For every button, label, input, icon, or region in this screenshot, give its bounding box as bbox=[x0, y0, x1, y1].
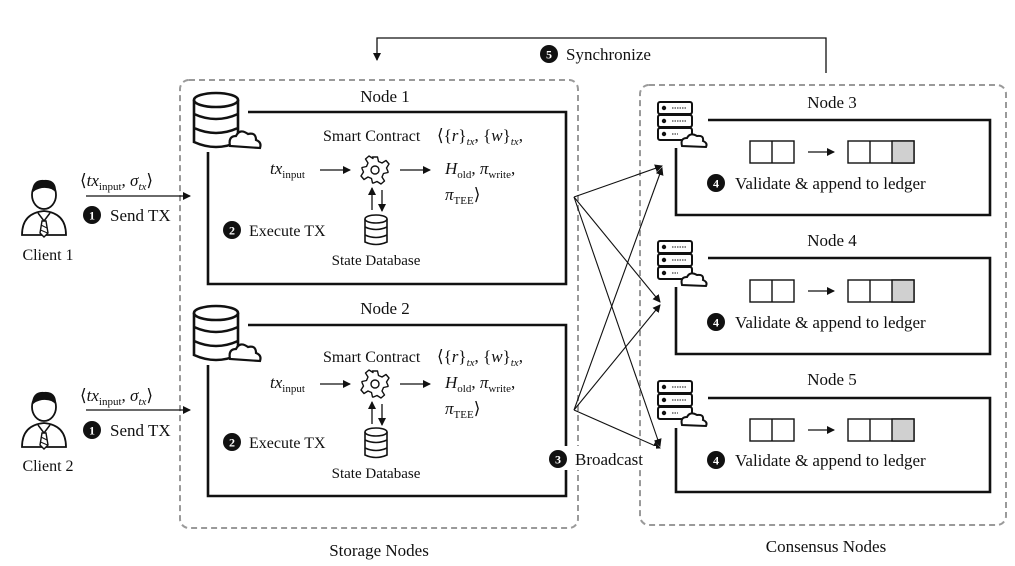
person-icon bbox=[21, 179, 67, 238]
node-frame bbox=[206, 110, 568, 286]
step-number: 4 bbox=[713, 454, 719, 468]
new-block bbox=[891, 140, 915, 164]
broadcast-arrow bbox=[573, 304, 661, 411]
server-cloud-icon bbox=[657, 240, 708, 287]
synchronize-arrow bbox=[373, 37, 827, 73]
broadcast-arrows bbox=[573, 164, 664, 449]
step-badge-3 bbox=[549, 450, 567, 468]
node-frame bbox=[674, 256, 992, 356]
storage-nodes-label: Storage Nodes bbox=[329, 541, 429, 560]
execute-tx-label: Execute TX bbox=[249, 435, 326, 452]
client-message: ⟨txinput, σtx⟩ bbox=[80, 171, 153, 193]
smart-contract-label: Smart Contract bbox=[323, 128, 421, 145]
step-badge-1 bbox=[83, 421, 101, 439]
node-title: Node 5 bbox=[807, 370, 857, 389]
broadcast-text: Broadcast bbox=[575, 450, 643, 469]
consensus-node-3: Node 3 4 Validate & append to ledger bbox=[657, 93, 992, 217]
storage-nodes-group bbox=[179, 79, 579, 529]
step-number: 5 bbox=[546, 48, 552, 62]
consensus-node-4: Node 4 4 Validate & append to ledger bbox=[657, 231, 992, 356]
validate-label: Validate & append to ledger bbox=[735, 451, 926, 470]
new-block bbox=[891, 418, 915, 442]
step-badge-2 bbox=[223, 433, 241, 451]
state-database-icon bbox=[364, 214, 388, 246]
step-badge-4 bbox=[707, 451, 725, 469]
server-cloud-icon bbox=[657, 101, 708, 148]
state-database-icon bbox=[364, 427, 388, 459]
state-database-label: State Database bbox=[332, 466, 421, 482]
tee-proof: πTEE⟩ bbox=[445, 185, 480, 207]
output-proofs: Hold, πwrite, bbox=[444, 373, 515, 395]
execute-tx-label: Execute TX bbox=[249, 223, 326, 240]
step-number: 3 bbox=[555, 453, 561, 467]
node-frame bbox=[674, 118, 992, 217]
ledger-chain bbox=[847, 418, 915, 442]
database-cloud-icon bbox=[192, 304, 262, 363]
smart-contract-label: Smart Contract bbox=[323, 349, 421, 366]
step-number: 2 bbox=[229, 436, 235, 450]
node-title: Node 4 bbox=[807, 231, 857, 250]
step-number: 1 bbox=[89, 424, 95, 438]
broadcast-arrow bbox=[573, 196, 661, 303]
node-title: Node 3 bbox=[807, 93, 857, 112]
step-number: 4 bbox=[713, 316, 719, 330]
server-cloud-icon bbox=[657, 380, 708, 427]
step-badge-1 bbox=[83, 206, 101, 224]
node-title: Node 2 bbox=[360, 299, 410, 318]
node-title: Node 1 bbox=[360, 87, 410, 106]
gear-icon bbox=[360, 155, 390, 185]
consensus-nodes-label: Consensus Nodes bbox=[766, 537, 886, 556]
read-write-set: ⟨{r}tx, {w}tx, bbox=[437, 126, 523, 148]
step-badge-5 bbox=[540, 45, 558, 63]
pending-block bbox=[749, 279, 795, 303]
step-badge-2 bbox=[223, 221, 241, 239]
consensus-nodes-group bbox=[639, 84, 1007, 526]
pending-block bbox=[749, 140, 795, 164]
tx-input-label: txinput bbox=[270, 373, 305, 395]
node-frame bbox=[206, 323, 568, 498]
synchronize-label: 5 Synchronize bbox=[540, 45, 651, 64]
client-message: ⟨txinput, σtx⟩ bbox=[80, 386, 153, 408]
step-number: 2 bbox=[229, 224, 235, 238]
read-write-set: ⟨{r}tx, {w}tx, bbox=[437, 347, 523, 369]
client-name: Client 2 bbox=[22, 458, 73, 475]
step-number: 4 bbox=[713, 177, 719, 191]
step-badge-4 bbox=[707, 313, 725, 331]
broadcast-label: 3 Broadcast bbox=[542, 446, 656, 470]
broadcast-arrow bbox=[573, 409, 661, 449]
output-proofs: Hold, πwrite, bbox=[444, 159, 515, 181]
step-badge-4 bbox=[707, 174, 725, 192]
client-name: Client 1 bbox=[22, 247, 73, 264]
client-2: Client 2 ⟨txinput, σtx⟩ 1 Send TX bbox=[21, 386, 191, 475]
storage-node-2: Node 2 Smart Contract ⟨{r}tx, {w}tx, txi… bbox=[192, 299, 568, 498]
broadcast-arrow bbox=[573, 164, 663, 198]
broadcast-arrow bbox=[573, 167, 664, 411]
sync-text: Synchronize bbox=[566, 45, 651, 64]
send-tx-label: Send TX bbox=[110, 206, 171, 225]
gear-icon bbox=[360, 369, 390, 399]
consensus-node-5: Node 5 4 Validate & append to ledger bbox=[657, 370, 992, 494]
step-number: 1 bbox=[89, 209, 95, 223]
database-cloud-icon bbox=[192, 91, 262, 150]
tx-input-label: txinput bbox=[270, 159, 305, 181]
tee-proof: πTEE⟩ bbox=[445, 399, 480, 421]
state-database-label: State Database bbox=[332, 253, 421, 269]
ledger-chain bbox=[847, 279, 915, 303]
person-icon bbox=[21, 391, 67, 450]
client-1: Client 1 ⟨txinput, σtx⟩ 1 Send TX bbox=[21, 171, 191, 264]
pending-block bbox=[749, 418, 795, 442]
storage-node-1: Node 1 Smart Contract ⟨{r}tx, {w}tx, txi… bbox=[192, 87, 568, 286]
node-frame bbox=[674, 396, 992, 494]
broadcast-arrow bbox=[573, 196, 662, 447]
validate-label: Validate & append to ledger bbox=[735, 313, 926, 332]
ledger-chain bbox=[847, 140, 915, 164]
send-tx-label: Send TX bbox=[110, 421, 171, 440]
new-block bbox=[891, 279, 915, 303]
validate-label: Validate & append to ledger bbox=[735, 174, 926, 193]
